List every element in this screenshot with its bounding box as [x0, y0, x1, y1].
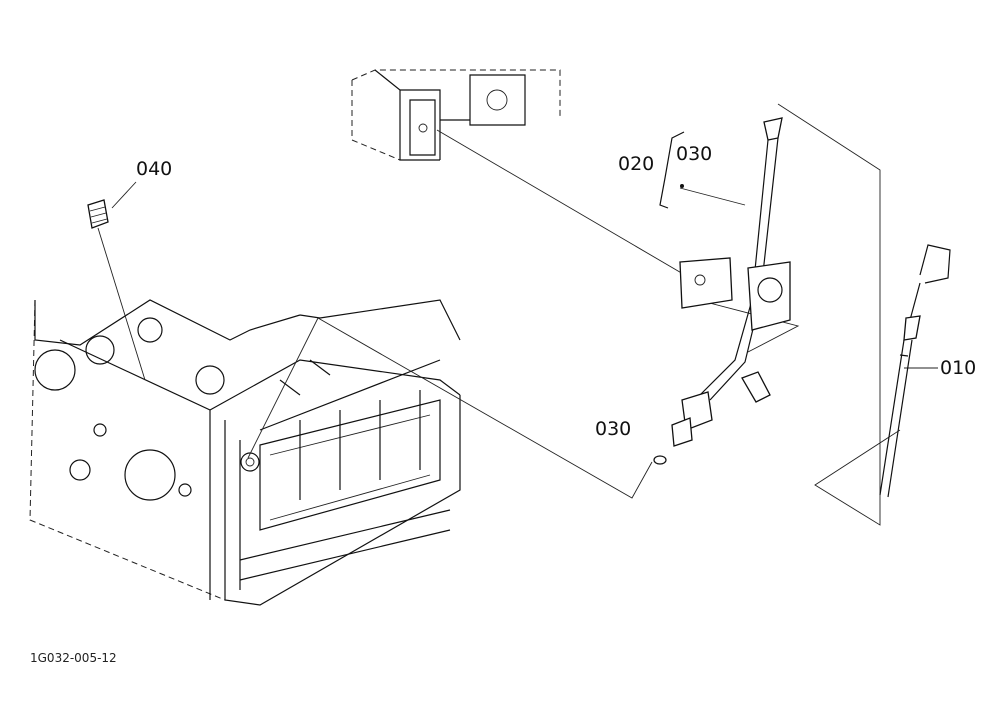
callout-010: 010 [940, 357, 976, 379]
callout-030-upper: 030 [676, 143, 712, 165]
leader-lines [97, 103, 938, 526]
guide-tube-020 [671, 117, 791, 447]
callout-030-lower: 030 [595, 418, 631, 440]
engine-block [29, 299, 461, 606]
plug-040 [87, 199, 109, 229]
callout-020: 020 [618, 153, 654, 175]
o-ring-030 [653, 455, 667, 465]
callout-040: 040 [136, 158, 172, 180]
drawing-code: 1G032-005-12 [30, 651, 117, 665]
upper-block-fragment [351, 69, 561, 161]
dipstick-010 [879, 244, 951, 498]
bracket-030-upper [659, 131, 685, 209]
